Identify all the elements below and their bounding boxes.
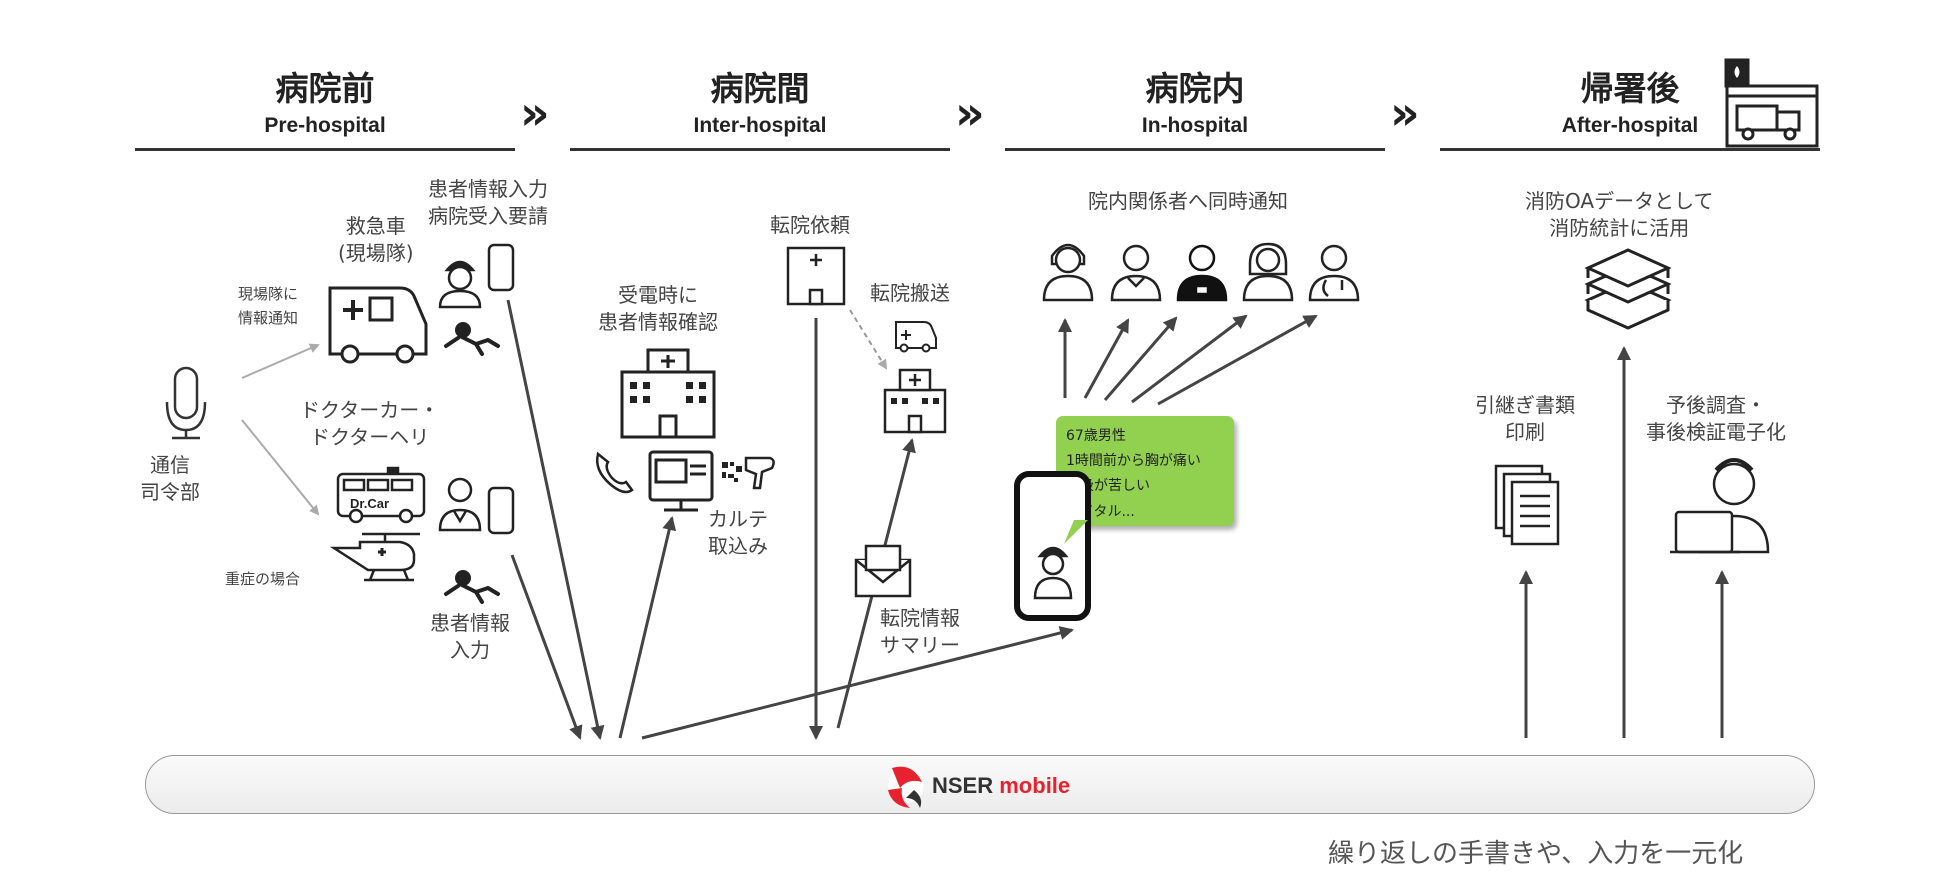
phase-subtitle-after-hospital: After-hospital [1561,114,1699,137]
tagline: 繰り返しの手書きや、入力を一元化 [1328,839,1744,869]
helicopter-icon [329,532,420,582]
nser-logo-mark [888,766,924,808]
phase-divider-in-hospital [1005,148,1385,151]
label-patient-input-request: 患者情報入力 病院受入要請 [428,177,548,228]
destination-hospital-icon [883,368,947,434]
label-patient-input: 患者情報 入力 [430,611,510,662]
phase-divider-inter-hospital [570,148,950,151]
label-handover-print: 引継ぎ書類 印刷 [1475,393,1575,444]
database-stack-icon [1584,248,1672,330]
computer-monitor-icon [648,450,714,512]
nser-mobile-logo: NSER mobile [932,773,1070,799]
microphone-icon [165,366,207,440]
label-prognosis: 予後調査・ 事後検証電子化 [1646,393,1786,444]
brand-main: NSER [932,773,994,798]
arrow-dispatch-to-doctor-car [241,419,320,516]
phase-divider-after-hospital [1440,148,1820,151]
bubble-line: 67歳男性 [1066,428,1126,444]
hospital-building-icon [786,246,846,306]
injured-person-icon [444,322,500,356]
smartphone-icon [487,486,515,535]
label-chart-import: カルテ 取込み [708,507,768,558]
label-fire-oa: 消防OAデータとして 消防統計に活用 [1525,189,1714,240]
arrow-transfer-dashed [849,309,888,370]
injured-person-icon [444,570,500,604]
phone-handset-icon [596,451,634,494]
documents-icon [1494,464,1560,546]
staff-icon-female-doctor [1242,242,1294,302]
staff-icon-clerk [1176,244,1228,302]
phase-subtitle-pre-hospital: Pre-hospital [264,114,386,137]
hospital-icon [620,348,716,439]
arrow-platform-to-pc [618,516,677,739]
label-severe-case: 重症の場合 [225,570,301,588]
label-transfer-transport: 転院搬送 [870,281,950,305]
label-field-notify: 現場隊に 情報通知 [238,285,299,327]
doctor-car-text: Dr.Car [350,496,389,511]
label-simultaneous-notify: 院内関係者へ同時通知 [1088,189,1288,213]
small-ambulance-icon [895,321,937,353]
doctor-icon [438,477,482,532]
paramedic-icon [438,260,482,309]
bubble-tail [1064,520,1088,544]
smartphone-icon [487,243,515,292]
phase-title-in-hospital: 病院内 [1145,69,1245,108]
label-doctor-car: ドクターカー・ ドクターヘリ [300,398,440,449]
arrow-notify-2 [1083,318,1130,399]
phase-subtitle-inter-hospital: Inter-hospital [693,114,827,137]
phase-divider-pre-hospital [135,148,515,151]
label-call-confirm: 受電時に 患者情報確認 [598,283,718,334]
staff-icon-male [1110,244,1162,302]
ambulance-icon [328,286,428,364]
doctor-car-icon [336,466,426,524]
label-ambulance: 救急車 (現場隊) [338,214,414,265]
label-transfer-summary: 転院情報 サマリー [880,606,960,657]
fire-station-icon [1724,58,1819,148]
label-dispatch: 通信 司令部 [140,453,200,504]
hospital-windows [630,382,706,403]
barcode-scanner-icon [744,456,775,490]
nser-mobile-platform-bar [145,755,1815,814]
envelope-icon [854,544,912,598]
smartphone-device-icon [1014,471,1091,621]
phase-title-inter-hospital: 病院間 [710,69,810,108]
brand-sub: mobile [999,773,1071,798]
staff-icon-nurse [1042,243,1094,302]
phase-subtitle-in-hospital: In-hospital [1141,114,1249,137]
bubble-line: 1時間前から胸が痛い [1066,453,1201,470]
arrow-request-to-platform [506,299,605,740]
arrow-notify-4 [1131,314,1248,404]
qr-code-icon [722,462,742,482]
arrow-dispatch-to-ambulance [241,343,320,379]
label-transfer-request: 転院依頼 [770,213,850,237]
paramedic-icon [1033,546,1073,600]
arrow-notify-3 [1103,316,1178,401]
arrow-platform-to-mobile [641,626,1074,740]
phase-title-pre-hospital: 病院前 [275,69,375,108]
destination-hospital-windows [891,398,939,404]
arrow-doctor-to-platform [510,554,583,740]
phase-title-after-hospital: 帰署後 [1580,69,1680,108]
staff-icon-doctor [1308,244,1360,302]
person-laptop-icon [1670,458,1770,554]
arrow-notify-5 [1157,314,1318,406]
